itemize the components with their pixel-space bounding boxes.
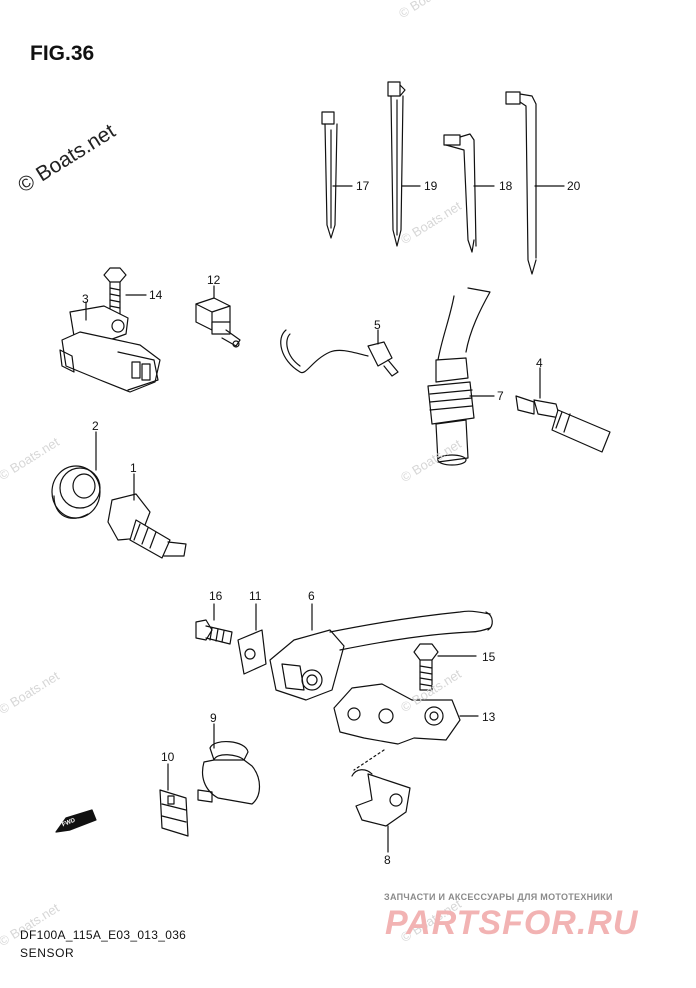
diagram-code: DF100A_115A_E03_013_036 (20, 928, 187, 942)
sensor-7[interactable] (427, 287, 491, 466)
callout-8[interactable]: 8 (384, 853, 391, 867)
callout-15[interactable]: 15 (482, 650, 496, 664)
clamp-9[interactable] (197, 741, 261, 805)
callout-9[interactable]: 9 (210, 711, 217, 725)
figure-title: FIG.36 (30, 42, 95, 65)
sensor-3[interactable] (59, 305, 161, 393)
sensor-5[interactable] (280, 329, 399, 377)
grommet-2[interactable] (51, 465, 101, 519)
bracket-11[interactable] (237, 629, 267, 675)
callout-12[interactable]: 12 (207, 273, 221, 287)
callout-17[interactable]: 17 (356, 179, 370, 193)
shim-10[interactable] (159, 789, 189, 837)
cable-tie-17[interactable] (321, 111, 338, 239)
sensor-8[interactable] (351, 769, 411, 827)
callout-13[interactable]: 13 (482, 710, 496, 724)
callout-3[interactable]: 3 (82, 292, 89, 306)
callout-14[interactable]: 14 (149, 288, 163, 302)
bolt-16[interactable] (195, 619, 233, 645)
callout-18[interactable]: 18 (499, 179, 513, 193)
cable-tie-18[interactable] (443, 133, 477, 253)
bolt-15[interactable] (413, 643, 439, 691)
callout-6[interactable]: 6 (308, 589, 315, 603)
callout-1[interactable]: 1 (130, 461, 137, 475)
callout-10[interactable]: 10 (161, 750, 175, 764)
callout-4[interactable]: 4 (536, 356, 543, 370)
callout-20[interactable]: 20 (567, 179, 581, 193)
section-title: SENSOR (20, 946, 75, 960)
callout-2[interactable]: 2 (92, 419, 99, 433)
callout-16[interactable]: 16 (209, 589, 223, 603)
callout-5[interactable]: 5 (374, 318, 381, 332)
callout-19[interactable]: 19 (424, 179, 438, 193)
bracket-13[interactable] (333, 683, 461, 745)
sensor-1[interactable] (107, 493, 187, 559)
callout-11[interactable]: 11 (249, 589, 262, 603)
sensor-12[interactable] (195, 297, 241, 348)
cable-tie-19[interactable] (387, 81, 406, 247)
cable-tie-20[interactable] (505, 91, 537, 275)
callout-7[interactable]: 7 (497, 389, 504, 403)
shop-logo: PARTSFOR.RU (385, 904, 639, 942)
sensor-4[interactable] (515, 395, 611, 453)
forward-arrow-icon (55, 809, 97, 833)
sensor-6[interactable] (269, 610, 493, 701)
shop-tagline: ЗАПЧАСТИ И АКСЕССУАРЫ ДЛЯ МОТОТЕХНИКИ (384, 892, 613, 902)
